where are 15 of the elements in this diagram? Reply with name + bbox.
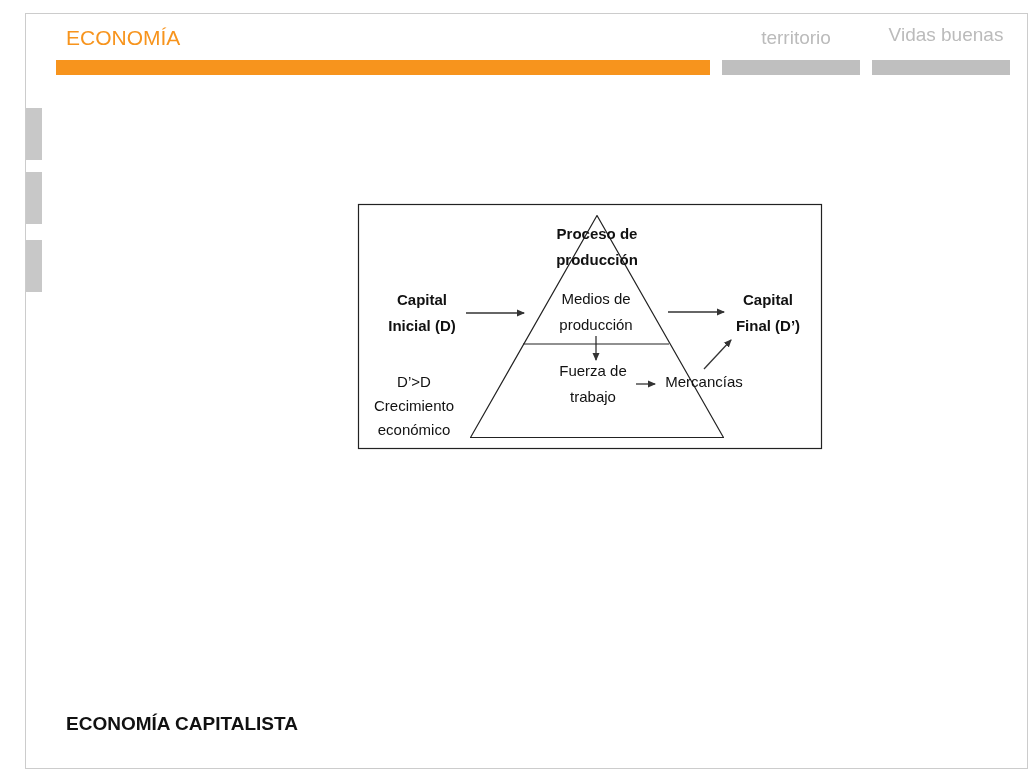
arrow bbox=[667, 308, 725, 316]
slide-caption: ECONOMÍA CAPITALISTA bbox=[66, 713, 298, 735]
arrow bbox=[592, 335, 600, 361]
section-tab: ECONOMÍA bbox=[56, 26, 710, 75]
note-text: D’>D bbox=[396, 372, 432, 392]
section-tab: Vidas buenas bbox=[872, 23, 1010, 75]
arrow bbox=[703, 339, 732, 370]
stage-label: Medios de producción bbox=[524, 288, 668, 336]
capital-label: Capital Final (D’) bbox=[724, 286, 812, 340]
section-tab: territorio bbox=[722, 26, 860, 75]
arrow bbox=[465, 309, 525, 317]
capital-label: Capital Inicial (D) bbox=[378, 286, 466, 340]
stage-label: Fuerza de trabajo bbox=[550, 360, 636, 408]
note-text: Crecimiento económico bbox=[373, 396, 455, 440]
arrow bbox=[635, 380, 656, 388]
